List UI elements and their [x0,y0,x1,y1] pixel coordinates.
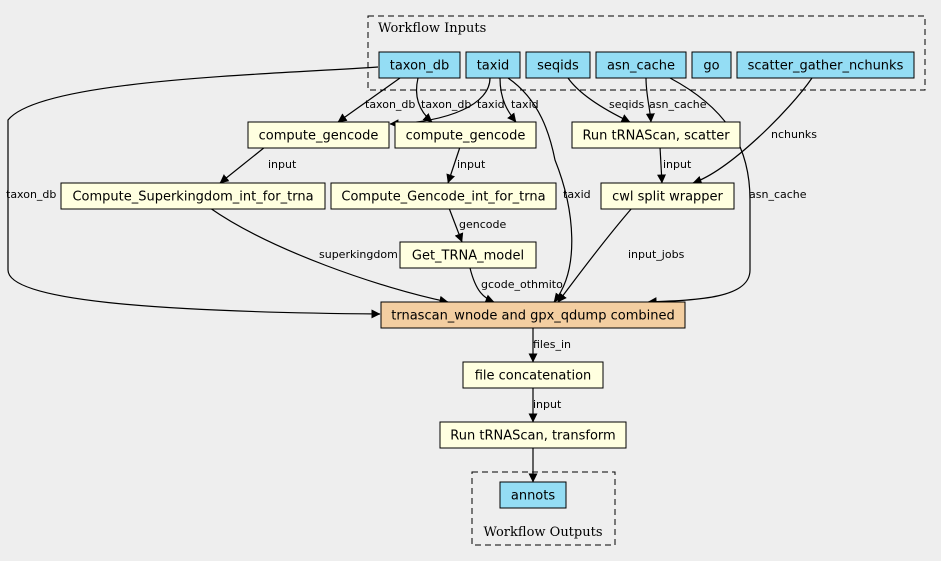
step-node-file-concatenation-label: file concatenation [475,369,592,384]
workflow-outputs-title: Workflow Outputs [484,525,603,540]
edge-label-files-in: files_in [533,338,571,351]
edge-label-taxon-db-2: taxon_db [421,98,471,111]
input-node-taxon-db-label: taxon_db [390,59,450,74]
edges [7,66,813,483]
edge-labels: taxon_db taxon_db taxid taxid seqids asn… [6,98,817,411]
step-node-compute-superkingdom[interactable]: Compute_Superkingdom_int_for_trna [60,182,326,210]
edge-label-input-split: input [663,158,692,171]
step-node-compute-gencode-int[interactable]: Compute_Gencode_int_for_trna [330,182,557,210]
edge-label-taxid-1: taxid [477,98,505,111]
step-node-compute-gencode-2-label: compute_gencode [406,129,526,144]
input-node-go-label: go [703,59,719,74]
step-node-run-trnascan-scatter-label: Run tRNAScan, scatter [582,129,730,144]
step-node-compute-superkingdom-label: Compute_Superkingdom_int_for_trna [72,190,313,205]
input-node-taxon-db[interactable]: taxon_db [378,51,461,79]
edge-taxid-to-main [507,77,573,303]
edge-gencode-int-to-get-trna-model [448,207,464,243]
workflow-inputs-title: Workflow Inputs [378,21,486,36]
output-node-annots[interactable]: annots [499,481,567,509]
step-node-compute-gencode-int-label: Compute_Gencode_int_for_trna [341,190,545,205]
edge-label-input-jobs: input_jobs [628,248,685,261]
workflow-outputs-cluster: Workflow Outputs [471,471,616,546]
output-node-annots-label: annots [511,489,555,504]
step-node-trnascan-combined[interactable]: trnascan_wnode and gpx_qdump combined [380,301,686,329]
edge-taxid-to-compute-gencode-2 [499,77,517,123]
workflow-inputs-border [367,15,926,91]
input-node-go[interactable]: go [691,51,732,79]
edge-label-taxid-main: taxid [563,188,591,201]
edge-nchunks-to-split [692,77,813,185]
step-node-run-trnascan-scatter[interactable]: Run tRNAScan, scatter [571,121,741,149]
edge-label-asn-cache-scatter: asn_cache [649,98,707,111]
step-node-run-trnascan-transform-label: Run tRNAScan, transform [450,429,615,444]
input-node-seqids[interactable]: seqids [525,51,591,79]
edge-label-taxid-2: taxid [511,98,539,111]
input-node-taxid[interactable]: taxid [465,51,521,79]
edge-label-asn-cache-main: asn_cache [749,188,807,201]
edge-label-input-superkingdom: input [268,158,297,171]
input-node-asn-cache-label: asn_cache [607,59,675,74]
step-node-cwl-split-wrapper[interactable]: cwl split wrapper [600,182,735,210]
edge-taxon-db-to-main [7,66,381,319]
step-node-compute-gencode-1[interactable]: compute_gencode [247,121,390,149]
edge-taxon-db-to-compute-gencode-1 [337,77,401,123]
edge-label-seqids: seqids [609,98,645,111]
workflow-outputs-border [471,471,616,546]
edge-superkingdom-to-main [209,207,449,305]
edge-compute-gencode-2-to-gencode-int [446,146,461,184]
step-node-compute-gencode-1-label: compute_gencode [259,129,379,144]
edge-label-taxon-db-main: taxon_db [6,188,56,201]
edge-scatter-to-split [657,146,667,184]
step-node-get-trna-model-label: Get_TRNA_model [412,249,524,264]
step-node-compute-gencode-2[interactable]: compute_gencode [394,121,537,149]
workflow-inputs-cluster: Workflow Inputs [367,15,926,91]
edge-label-superkingdom: superkingdom [319,248,398,261]
step-node-trnascan-combined-label: trnascan_wnode and gpx_qdump combined [391,309,674,324]
input-node-scatter-gather-nchunks[interactable]: scatter_gather_nchunks [736,51,915,79]
edge-split-to-main [557,207,633,303]
step-node-run-trnascan-transform[interactable]: Run tRNAScan, transform [439,421,627,449]
edge-label-gencode: gencode [459,218,506,231]
input-node-taxid-label: taxid [477,59,510,74]
edge-label-nchunks: nchunks [771,128,817,141]
edge-get-trna-model-to-main [469,267,495,304]
edge-label-input-transform: input [533,398,562,411]
edge-asn-cache-to-scatter [645,77,655,123]
step-node-get-trna-model[interactable]: Get_TRNA_model [399,241,537,269]
edge-seqids-to-scatter [567,77,631,123]
step-node-file-concatenation[interactable]: file concatenation [462,361,604,389]
edge-compute-gencode-1-to-superkingdom [219,146,266,184]
input-node-seqids-label: seqids [537,59,579,74]
input-node-scatter-gather-nchunks-label: scatter_gather_nchunks [748,59,904,74]
edge-asn-cache-to-main [647,77,751,307]
step-node-cwl-split-wrapper-label: cwl split wrapper [612,190,723,205]
edge-label-taxon-db-1: taxon_db [365,98,415,111]
edge-label-input-gencode-int: input [457,158,486,171]
edge-label-gcode-othmito: gcode_othmito [481,278,563,291]
edge-taxon-db-to-compute-gencode-2 [415,77,433,123]
input-node-asn-cache[interactable]: asn_cache [595,51,687,79]
